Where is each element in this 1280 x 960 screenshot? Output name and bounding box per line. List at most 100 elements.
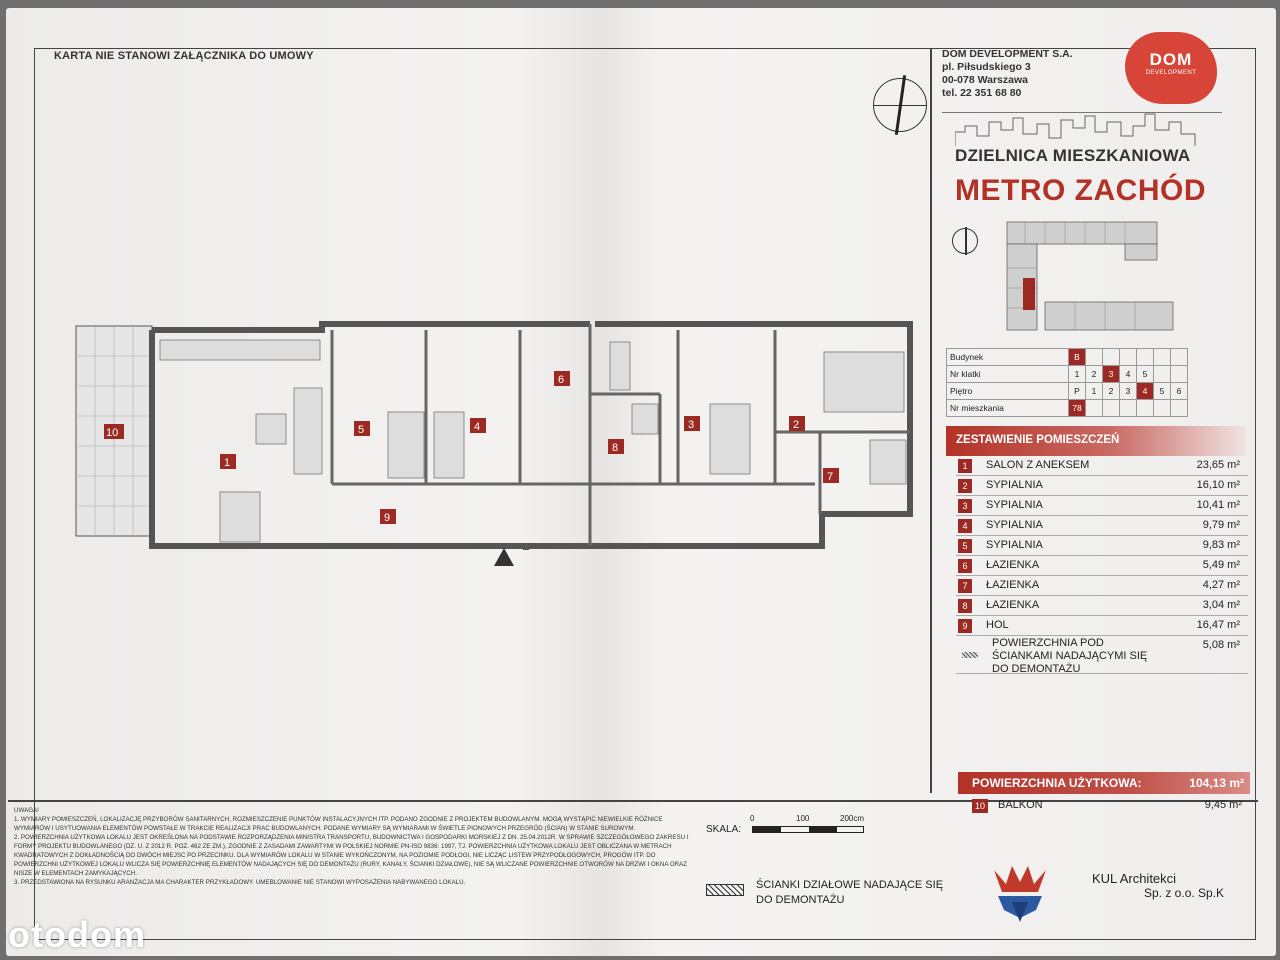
scale-label: SKALA: bbox=[706, 824, 742, 835]
project-title: METRO ZACHÓD bbox=[955, 174, 1206, 207]
room-area: 3,04 m² bbox=[1202, 599, 1240, 611]
north-arrow-icon bbox=[873, 75, 927, 135]
plan-label-3: 3 bbox=[688, 419, 694, 431]
plan-label-box bbox=[608, 439, 624, 454]
demolition-label: POWIERZCHNIA POD ŚCIANKAMI NADAJĄCYMI SI… bbox=[992, 637, 1148, 675]
plan-label-box bbox=[470, 418, 486, 433]
company-address-2: 00-078 Warszawa bbox=[942, 74, 1028, 86]
room-row: 5 SYPIALNIA 9,83 m² bbox=[956, 536, 1248, 556]
logo-subtext: DEVELOPMENT bbox=[1145, 70, 1197, 76]
pietro-5: 5 bbox=[1153, 382, 1171, 400]
room-row: 9 HOL 16,47 m² bbox=[956, 616, 1248, 636]
room-area: 16,47 m² bbox=[1196, 619, 1240, 631]
company-name: DOM DEVELOPMENT S.A. bbox=[942, 48, 1073, 60]
plan-label-box bbox=[789, 416, 805, 431]
drawing-frame bbox=[34, 48, 1256, 940]
row-budynek: Budynek B bbox=[946, 348, 1188, 366]
room-name: SYPIALNIA bbox=[986, 479, 1043, 491]
total-area-label: POWIERZCHNIA UŻYTKOWA: bbox=[972, 776, 1142, 790]
plan-label-box bbox=[354, 421, 370, 436]
plan-label-box bbox=[380, 509, 396, 524]
scale-tick-100: 100 bbox=[796, 814, 810, 823]
note-3: 3. PRZEDSTAWIONA NA RYSUNKU ARANŻACJA MA… bbox=[14, 879, 466, 886]
site-plan-diagram bbox=[1006, 221, 1174, 331]
room-area: 9,83 m² bbox=[1202, 539, 1240, 551]
scale-tick-0: 0 bbox=[750, 814, 755, 823]
room-area: 9,79 m² bbox=[1202, 519, 1240, 531]
room-name: ŁAZIENKA bbox=[986, 599, 1040, 611]
pietro-6: 6 bbox=[1170, 382, 1188, 400]
architect-subtitle: Sp. z o.o. Sp.K bbox=[1144, 886, 1225, 900]
pietro-2: 2 bbox=[1102, 382, 1120, 400]
plan-label-2: 2 bbox=[793, 419, 799, 431]
exterior-walls bbox=[149, 321, 913, 550]
room-row: 2 SYPIALNIA 16,10 m² bbox=[956, 476, 1248, 496]
room-name: SYPIALNIA bbox=[986, 519, 1043, 531]
plan-label-10: 10 bbox=[106, 427, 118, 439]
logo-text: DOM bbox=[1149, 50, 1193, 69]
scale-bar bbox=[752, 826, 864, 833]
company-info: DOM DEVELOPMENT S.A. pl. Piłsudskiego 3 … bbox=[942, 48, 1073, 100]
plan-label-4: 4 bbox=[474, 421, 480, 433]
balcony-number: 10 bbox=[972, 799, 988, 813]
rooms-list: 1 SALON Z ANEKSEM 23,65 m² 2 SYPIALNIA 1… bbox=[956, 456, 1248, 675]
scale-tick-200: 200cm bbox=[840, 814, 865, 823]
room-row: 4 SYPIALNIA 9,79 m² bbox=[956, 516, 1248, 536]
klatka-2: 2 bbox=[1085, 365, 1103, 383]
row-pietro: Piętro P 1 2 3 4 5 6 bbox=[946, 382, 1188, 400]
row-klatka: Nr klatki 1 2 3 4 5 bbox=[946, 365, 1188, 383]
demolition-area-row: POWIERZCHNIA POD ŚCIANKAMI NADAJĄCYMI SI… bbox=[956, 636, 1248, 675]
room-row: 8 ŁAZIENKA 3,04 m² bbox=[956, 596, 1248, 616]
total-area-value: 104,13 m² bbox=[1189, 776, 1244, 790]
mieszkanie-label: Nr mieszkania bbox=[946, 399, 1069, 417]
room-row: 7 ŁAZIENKA 4,27 m² bbox=[956, 576, 1248, 596]
room-number: 3 bbox=[958, 499, 972, 513]
plan-label-box bbox=[823, 468, 839, 483]
pietro-p: P bbox=[1068, 382, 1086, 400]
klatka-5: 5 bbox=[1136, 365, 1154, 383]
plan-label-1: 1 bbox=[224, 457, 230, 469]
room-number: 1 bbox=[958, 459, 972, 473]
architect-name: KUL Architekci Sp. z o.o. Sp.K bbox=[1092, 872, 1225, 901]
room-area: 5,49 m² bbox=[1202, 559, 1240, 571]
balcony-name: BALKON bbox=[998, 799, 1043, 811]
room-name: HOL bbox=[986, 619, 1009, 631]
note-1: 1. WYMIARY POMIESZCZEŃ, LOKALIZACJĘ PRZY… bbox=[14, 816, 663, 832]
room-row: 6 ŁAZIENKA 5,49 m² bbox=[956, 556, 1248, 576]
hatch-swatch bbox=[962, 652, 978, 658]
kul-architekci-logo-icon bbox=[994, 866, 1046, 922]
room-name: ŁAZIENKA bbox=[986, 559, 1040, 571]
klatka-1: 1 bbox=[1068, 365, 1086, 383]
notes: UWAGA! 1. WYMIARY POMIESZCZEŃ, LOKALIZAC… bbox=[14, 806, 689, 887]
paper-sheet bbox=[6, 8, 1276, 956]
room-number: 4 bbox=[958, 519, 972, 533]
pietro-1: 1 bbox=[1085, 382, 1103, 400]
legend-demolition-walls: ŚCIANKI DZIAŁOWE NADAJĄCE SIĘ DO DEMONTA… bbox=[756, 879, 944, 906]
plan-label-box bbox=[684, 416, 700, 431]
entrance-arrow-icon bbox=[494, 548, 514, 566]
plan-label-box bbox=[220, 454, 236, 469]
room-area: 10,41 m² bbox=[1196, 499, 1240, 511]
total-area-row: POWIERZCHNIA UŻYTKOWA: 104,13 m² bbox=[958, 772, 1250, 794]
klatka-3: 3 bbox=[1102, 365, 1120, 383]
dom-development-logo: DOM DEVELOPMENT bbox=[1125, 32, 1217, 104]
room-number: 7 bbox=[958, 579, 972, 593]
interior-walls bbox=[330, 324, 910, 546]
room-number: 5 bbox=[958, 539, 972, 553]
row-mieszkanie: Nr mieszkania 78 bbox=[946, 399, 1188, 417]
unit-info-table: Budynek B Nr klatki 1 2 3 4 5 Piętro P 1… bbox=[946, 348, 1188, 417]
hatch-legend-swatch bbox=[706, 884, 744, 896]
disclaimer: KARTA NIE STANOWI ZAŁĄCZNIKA DO UMOWY bbox=[54, 50, 314, 62]
note-2: 2. POWIERZCHNIA UŻYTKOWA LOKALU JEST OKR… bbox=[14, 834, 689, 877]
room-name: SYPIALNIA bbox=[986, 539, 1043, 551]
room-area: 16,10 m² bbox=[1196, 479, 1240, 491]
plan-label-6: 6 bbox=[558, 374, 564, 386]
company-phone: tel. 22 351 68 80 bbox=[942, 87, 1022, 99]
mieszkanie-value: 78 bbox=[1068, 399, 1086, 417]
pietro-label: Piętro bbox=[946, 382, 1069, 400]
room-area: 23,65 m² bbox=[1196, 459, 1240, 471]
room-name: SALON Z ANEKSEM bbox=[986, 459, 1090, 471]
room-name: ŁAZIENKA bbox=[986, 579, 1040, 591]
budynek-value: B bbox=[1068, 348, 1086, 366]
room-area: 4,27 m² bbox=[1202, 579, 1240, 591]
